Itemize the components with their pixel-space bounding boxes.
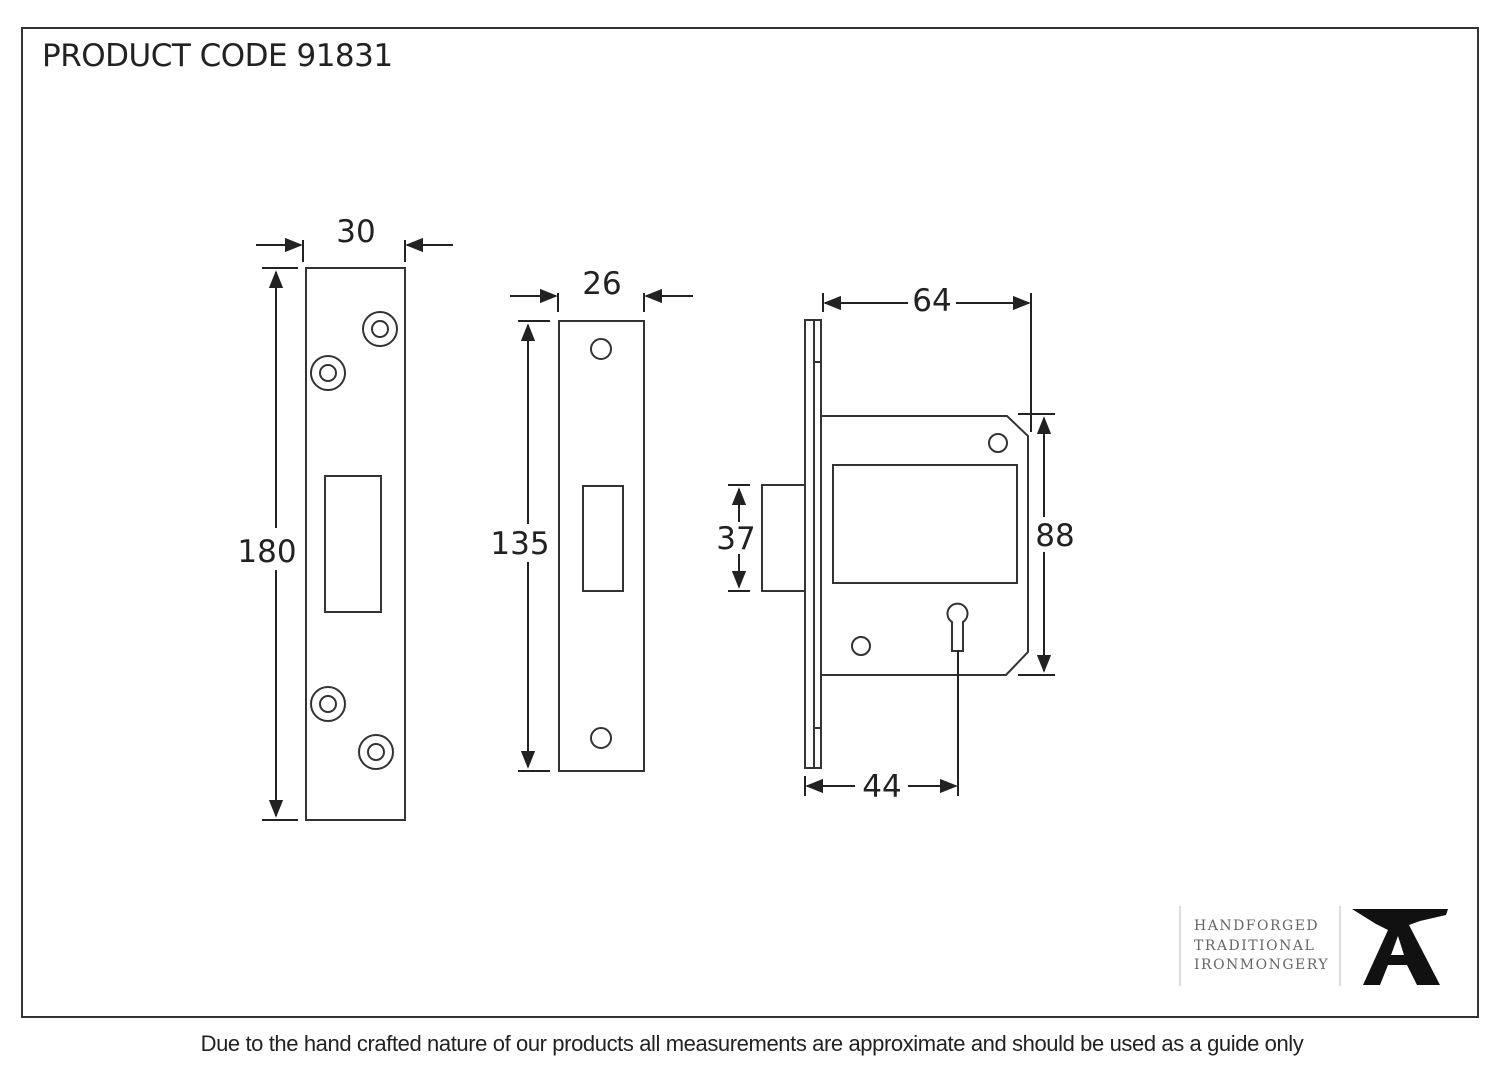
lock-deadbolt [761,484,806,592]
striking-plate-height-label: 180 [237,534,296,570]
label-backdrop [236,532,298,570]
striking-plate-outline [305,267,406,821]
screw-hole-icon [851,636,871,656]
lock-body [761,319,1029,769]
forend-outline [558,320,645,772]
deadbolt-height-dimension [728,484,750,592]
logo-text-line: HANDFORGED [1194,918,1319,934]
forend-width-label: 26 [582,266,621,302]
keyhole-icon [946,602,969,652]
deadbolt-height-label: 37 [716,521,755,557]
lock-depth-label: 64 [912,283,951,319]
backset-dimension [804,651,959,796]
forend-bolt-slot [582,485,624,592]
countersunk-screw-hole-icon [310,686,346,722]
lock-case-height-dimension [1018,413,1055,676]
striking-plate [305,267,406,821]
drawing-frame [21,27,1479,1018]
striking-plate-bolt-hole [324,475,382,613]
screw-hole-icon [590,338,612,360]
label-backdrop [488,525,552,561]
lock-case-outline [821,415,1029,676]
anvil-logo-icon [1352,909,1448,985]
lock-case-cutout [832,464,1018,584]
forend-height-dimension [518,320,550,772]
logo-text-line: IRONMONGERY [1194,957,1329,973]
brand-logo: HANDFORGED TRADITIONAL IRONMONGERY [1179,906,1448,986]
forend-height-label: 135 [490,526,549,562]
logo-text-line: TRADITIONAL [1194,938,1315,954]
screw-hole-icon [590,727,612,749]
lock-depth-dimension [822,293,1032,432]
disclaimer-footer: Due to the hand crafted nature of our pr… [200,1031,1304,1056]
striking-plate-width-label: 30 [336,214,375,250]
forend-width-dimension [510,288,693,312]
countersunk-screw-hole-icon [310,355,346,391]
countersunk-screw-hole-icon [358,734,394,770]
striking-plate-width-dimension [256,237,453,262]
product-code-title: PRODUCT CODE 91831 [42,38,393,74]
screw-hole-icon [988,433,1008,453]
backset-label: 44 [862,769,901,805]
striking-plate-height-dimension [262,267,298,821]
lock-case-height-label: 88 [1035,518,1074,554]
forend-plate [558,320,645,772]
countersunk-screw-hole-icon [362,311,398,347]
